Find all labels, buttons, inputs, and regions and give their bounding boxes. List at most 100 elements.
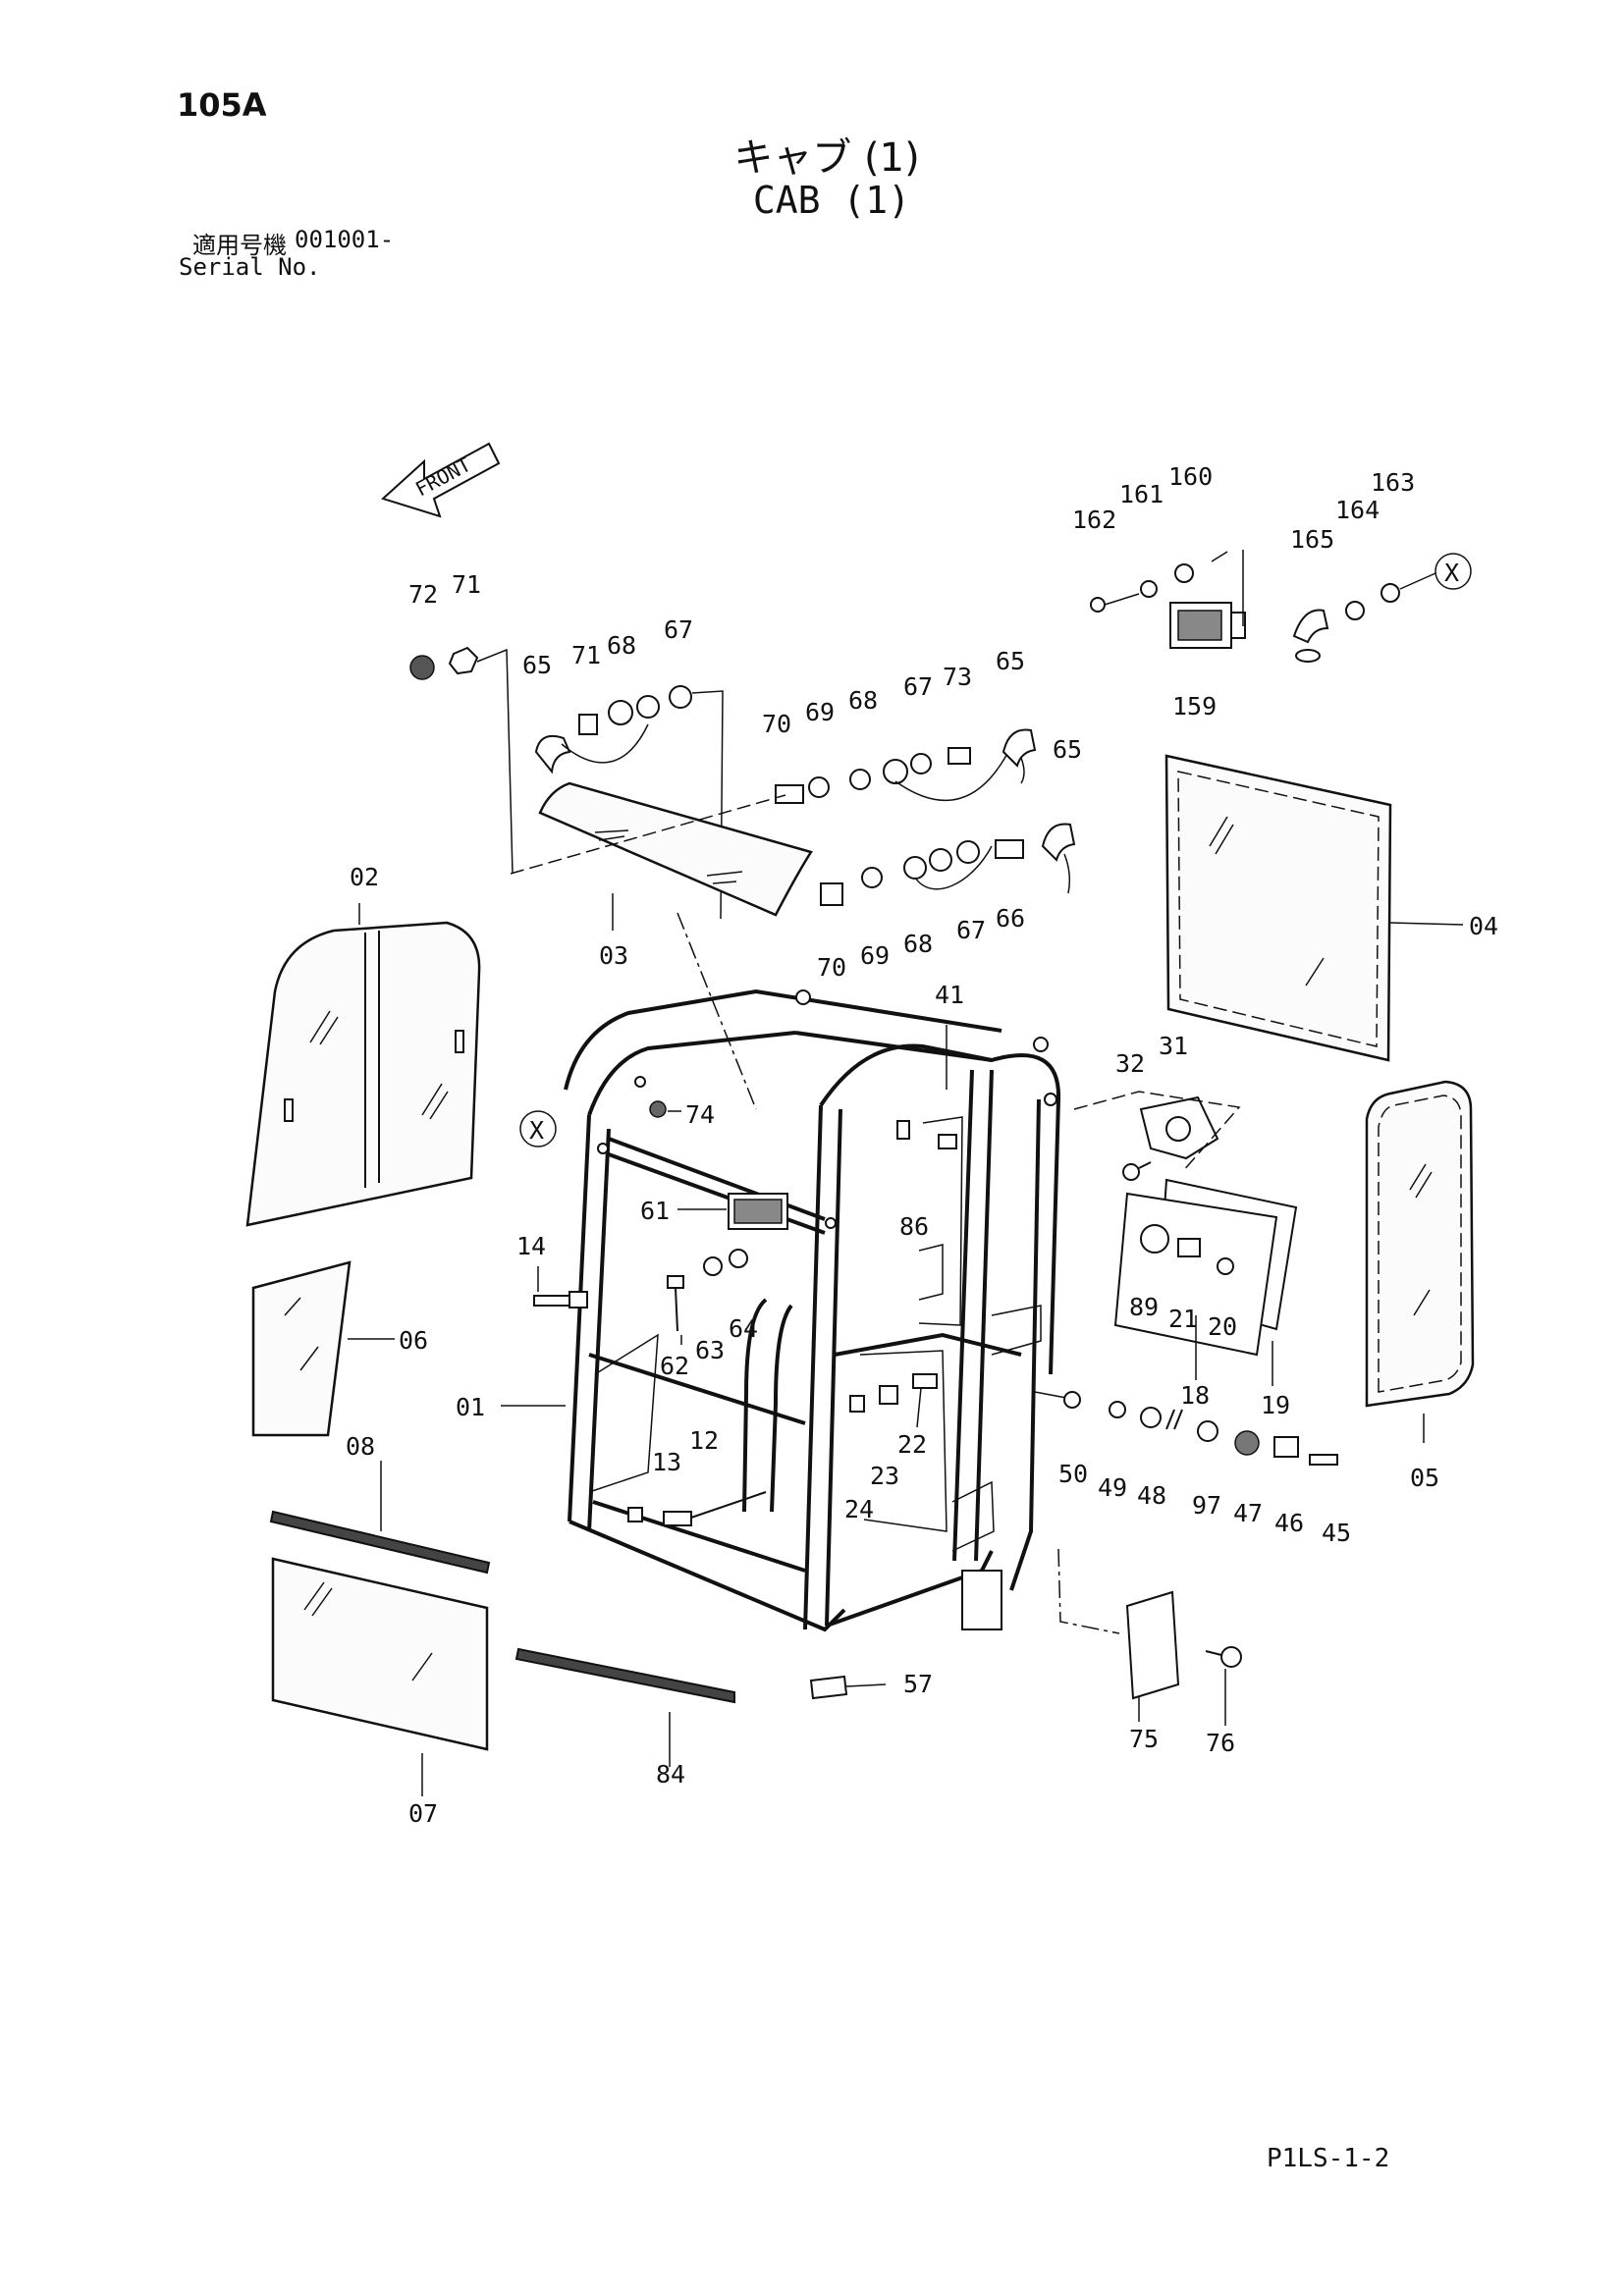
plate-75 bbox=[1057, 1548, 1242, 1700]
left-door-window-02 bbox=[245, 921, 481, 1227]
callout-72: 72 bbox=[408, 580, 438, 609]
callout-68c: 68 bbox=[903, 930, 933, 958]
work-light-61 bbox=[728, 1193, 788, 1230]
callout-24: 24 bbox=[844, 1495, 874, 1523]
callout-01: 01 bbox=[456, 1393, 485, 1421]
callout-47: 47 bbox=[1233, 1499, 1263, 1527]
callout-163: 163 bbox=[1371, 468, 1415, 497]
callout-41: 41 bbox=[935, 981, 964, 1009]
callout-65b: 65 bbox=[996, 647, 1025, 675]
callout-02: 02 bbox=[350, 863, 379, 891]
callout-65a: 65 bbox=[522, 651, 552, 679]
callout-159: 159 bbox=[1172, 692, 1217, 721]
callout-32: 32 bbox=[1115, 1049, 1145, 1078]
page-code: 105A bbox=[177, 86, 267, 124]
callout-03: 03 bbox=[599, 941, 628, 970]
pin-14 bbox=[533, 1291, 588, 1308]
rear-window-04 bbox=[1164, 754, 1392, 1062]
rubber-seal-84 bbox=[514, 1647, 735, 1704]
serial-label-japanese: 適用号機 bbox=[192, 232, 287, 259]
front-light-assembly bbox=[409, 646, 724, 920]
footer-code: P1LS-1-2 bbox=[1267, 2144, 1390, 2173]
callout-67c: 67 bbox=[956, 916, 986, 944]
stay-13 bbox=[663, 1491, 767, 1526]
bolt-74 bbox=[649, 1100, 667, 1118]
callout-21: 21 bbox=[1168, 1305, 1198, 1333]
callout-07: 07 bbox=[408, 1799, 438, 1828]
callout-70a: 70 bbox=[762, 710, 791, 738]
bracket-57 bbox=[809, 1675, 848, 1700]
callout-49: 49 bbox=[1098, 1473, 1127, 1502]
sun-visor bbox=[510, 781, 813, 1110]
serial-label-english: Serial No. bbox=[179, 253, 321, 281]
callout-13: 13 bbox=[652, 1448, 681, 1476]
callout-22: 22 bbox=[897, 1430, 927, 1459]
callout-70b: 70 bbox=[817, 953, 846, 982]
front-arrow-icon: FRONT bbox=[381, 442, 501, 518]
bolt-32 bbox=[1122, 1161, 1152, 1181]
callout-19: 19 bbox=[1261, 1391, 1290, 1419]
callout-62: 62 bbox=[660, 1352, 689, 1380]
serial-number: 001001- bbox=[295, 226, 395, 253]
lower-light-assembly bbox=[820, 823, 1076, 906]
middle-light-assembly bbox=[775, 728, 1037, 804]
rear-work-light-assembly bbox=[1090, 550, 1246, 649]
callout-97: 97 bbox=[1192, 1491, 1221, 1520]
leader-lines bbox=[348, 893, 1464, 1796]
callout-20: 20 bbox=[1208, 1312, 1237, 1341]
callout-161: 161 bbox=[1119, 480, 1164, 508]
callout-14: 14 bbox=[516, 1232, 546, 1260]
detail-x-marker-top: X bbox=[1444, 559, 1459, 587]
callout-04: 04 bbox=[1469, 912, 1498, 940]
detail-x-assembly: X bbox=[1292, 553, 1472, 663]
bracket-22-23-24 bbox=[849, 1373, 938, 1428]
callout-31: 31 bbox=[1159, 1032, 1188, 1060]
window-seal-08 bbox=[269, 1510, 491, 1575]
callout-68b: 68 bbox=[848, 686, 878, 715]
callout-65c: 65 bbox=[1053, 735, 1082, 764]
bolt-62-63-64 bbox=[667, 1249, 748, 1332]
callout-23: 23 bbox=[870, 1462, 899, 1490]
panel-18-19 bbox=[1113, 1178, 1298, 1357]
callout-61: 61 bbox=[640, 1197, 670, 1225]
callout-67b: 67 bbox=[903, 672, 933, 701]
callout-45: 45 bbox=[1322, 1519, 1351, 1547]
callout-165: 165 bbox=[1290, 525, 1334, 554]
cab-frame-01 bbox=[564, 988, 1061, 1632]
left-lower-window-06 bbox=[251, 1260, 352, 1437]
callout-75: 75 bbox=[1129, 1725, 1159, 1753]
callout-164: 164 bbox=[1335, 496, 1380, 524]
callout-66: 66 bbox=[996, 904, 1025, 933]
callout-69b: 69 bbox=[860, 941, 890, 970]
callout-73: 73 bbox=[943, 663, 972, 691]
detail-x-marker-left: X bbox=[529, 1116, 544, 1145]
callout-69a: 69 bbox=[805, 698, 835, 726]
callout-74: 74 bbox=[685, 1100, 715, 1129]
cover-31 bbox=[1073, 1091, 1241, 1173]
callout-08: 08 bbox=[346, 1432, 375, 1461]
callout-71a: 71 bbox=[452, 570, 481, 599]
marker-x-left: X bbox=[519, 1110, 557, 1148]
callout-68a: 68 bbox=[607, 631, 636, 660]
page-title-english: CAB (1) bbox=[752, 179, 911, 222]
callout-50: 50 bbox=[1058, 1460, 1088, 1488]
callout-162: 162 bbox=[1072, 506, 1116, 534]
callout-18: 18 bbox=[1180, 1381, 1210, 1410]
callout-86: 86 bbox=[899, 1212, 929, 1241]
callout-57: 57 bbox=[903, 1670, 933, 1698]
callout-12: 12 bbox=[689, 1426, 719, 1455]
callout-64: 64 bbox=[729, 1314, 758, 1343]
callout-46: 46 bbox=[1274, 1509, 1304, 1537]
callout-84: 84 bbox=[656, 1760, 685, 1789]
callout-63: 63 bbox=[695, 1336, 725, 1364]
callout-71b: 71 bbox=[571, 641, 601, 669]
callout-67a: 67 bbox=[664, 615, 693, 644]
right-side-window-05 bbox=[1365, 1080, 1475, 1408]
callout-labels: 162 161 160 159 165 164 163 72 71 65 71 … bbox=[346, 462, 1498, 1828]
callout-160: 160 bbox=[1168, 462, 1213, 491]
callout-05: 05 bbox=[1410, 1464, 1439, 1492]
callout-89: 89 bbox=[1129, 1293, 1159, 1321]
callout-06: 06 bbox=[399, 1326, 428, 1355]
page-title-japanese: キャブ (1) bbox=[733, 135, 920, 181]
